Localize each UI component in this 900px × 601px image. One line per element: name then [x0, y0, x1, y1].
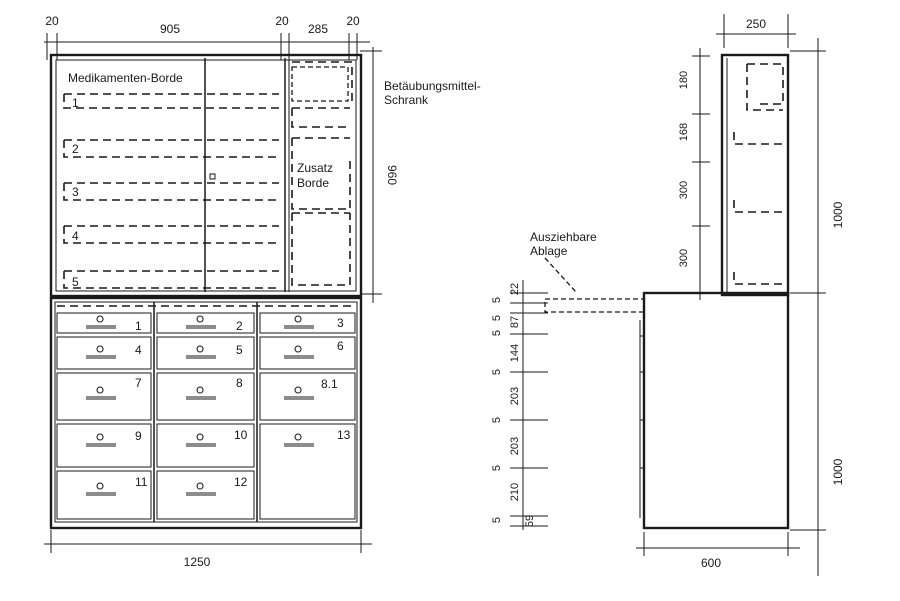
extra-shelves-line2: Borde [297, 176, 329, 190]
dim-lower-87: 87 [509, 316, 521, 328]
extra-shelves-line1: Zusatz [297, 161, 333, 175]
pullout-leader-line [544, 257, 577, 293]
dim-lower-5-g: 5 [491, 517, 503, 523]
dim-top-20-right: 20 [346, 14, 360, 28]
dim-width-1250: 1250 [184, 555, 211, 569]
bottom-depth-dimension-line [636, 532, 800, 556]
drawer-number-1: 1 [135, 319, 142, 333]
dim-upper-300-a: 300 [678, 181, 690, 199]
pullout-label-line1: Ausziehbare [530, 230, 597, 244]
drawer-number-10: 10 [234, 428, 248, 442]
dim-height-upper-1000: 1000 [831, 201, 845, 228]
drawer-number-9: 9 [135, 429, 142, 443]
upper-side-cabinet [720, 53, 790, 297]
dim-lower-210: 210 [509, 483, 521, 501]
dim-upper-168: 168 [678, 123, 690, 141]
dim-top-20-mid: 20 [275, 14, 289, 28]
dim-lower-5-e: 5 [491, 417, 503, 423]
dim-top-20-left: 20 [45, 14, 59, 28]
medication-shelves [63, 93, 279, 289]
width-dimension-line [44, 530, 372, 553]
drawer-number-12: 12 [234, 475, 248, 489]
upper-dimension-chain [692, 48, 710, 300]
door-handle [209, 173, 216, 180]
dim-lower-5-d: 5 [491, 369, 503, 375]
drawer-number-5: 5 [236, 343, 243, 357]
dim-top-905: 905 [160, 22, 180, 36]
height-dimension-line [360, 47, 382, 303]
drawer-unit [49, 296, 363, 530]
dim-depth-600: 600 [701, 556, 721, 570]
drawer-number-7: 7 [135, 376, 142, 390]
drawer-number-11: 11 [135, 475, 148, 489]
drawer-number-4: 4 [135, 343, 142, 357]
dim-lower-5-c: 5 [491, 330, 503, 336]
lower-side-cabinet [639, 291, 790, 530]
shelf-number-5: 5 [72, 275, 79, 289]
lower-dimension-chain [510, 280, 548, 530]
drawer-handles [86, 315, 314, 496]
dim-height-lower-1000: 1000 [831, 458, 845, 485]
dim-lower-59: 59 [524, 515, 536, 527]
drawer-number-2: 2 [236, 319, 243, 333]
dim-upper-300-b: 300 [678, 249, 690, 267]
drawer-number-6: 6 [337, 339, 344, 353]
dim-lower-5-a: 5 [491, 297, 503, 303]
dim-depth-250: 250 [746, 17, 766, 31]
drawer-number-13: 13 [337, 428, 351, 442]
shelf-number-2: 2 [72, 142, 79, 156]
dim-lower-203-a: 203 [509, 387, 521, 405]
dim-upper-180: 180 [678, 71, 690, 89]
drawer-number-8: 8 [236, 376, 243, 390]
top-depth-dimension-line [716, 14, 796, 48]
pullout-label-line2: Ablage [530, 244, 568, 258]
dim-lower-5-b: 5 [491, 315, 503, 321]
dim-lower-144: 144 [509, 344, 521, 362]
dim-lower-203-b: 203 [509, 437, 521, 455]
shelf-title: Medikamenten-Borde [68, 71, 183, 85]
dim-lower-22: 22 [509, 283, 521, 295]
pullout-shelf [544, 298, 645, 313]
front-view: 20 905 20 285 20 Medikamenten-Borde [44, 14, 481, 569]
dim-top-285: 285 [308, 22, 328, 36]
shelf-number-1: 1 [72, 96, 79, 110]
drawer-number-3: 3 [337, 316, 344, 330]
side-view: 250 180 168 300 300 [491, 14, 845, 576]
side-height-dimension-line [790, 38, 826, 576]
top-dimension-line [44, 33, 370, 60]
dim-lower-5-f: 5 [491, 465, 503, 471]
drawer-number-8-1: 8.1 [321, 377, 338, 391]
shelf-number-3: 3 [72, 185, 79, 199]
cabinet-label-line1: Betäubungsmittel- [384, 79, 481, 93]
cabinet-label-line2: Schrank [384, 93, 429, 107]
upper-cabinet [49, 53, 363, 298]
dim-height-960: 960 [385, 165, 399, 185]
shelf-number-4: 4 [72, 229, 79, 243]
narcotics-compartment [291, 61, 353, 286]
